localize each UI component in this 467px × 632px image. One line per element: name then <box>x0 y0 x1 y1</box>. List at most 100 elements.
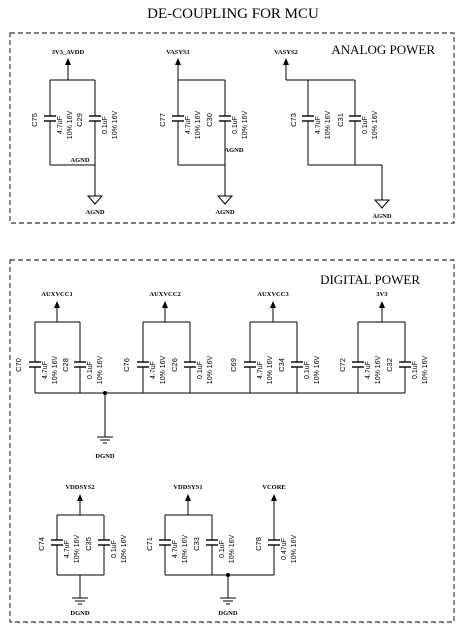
ground-label-agnd: AGND <box>215 209 234 216</box>
ground-icon <box>97 436 113 444</box>
net-label-agnd: AGND <box>224 147 243 154</box>
junction-dot <box>226 573 230 577</box>
wire <box>164 501 275 598</box>
capacitor-c30-rating: 10% 16V <box>242 110 249 139</box>
digital-group-vddsys1-vcore: VDDSYS1 VCORE C71 4.7uF 10% 16V C33 0.1u… <box>145 484 298 617</box>
capacitor-c72-value: 4.7uF <box>365 361 372 379</box>
capacitor-c35-value: 0.1uF <box>111 540 118 558</box>
ground-label-dgnd: DGND <box>218 610 237 617</box>
net-label-3v3: 3V3 <box>376 291 388 298</box>
analog-group-3v3-avdd: 3V3_AVDD C75 4.7uF 10% 16V C29 0.1uF 10%… <box>30 49 119 216</box>
capacitor-c35-ref: C35 <box>84 537 93 551</box>
capacitor-c30-ref: C30 <box>205 113 214 127</box>
analog-power-frame <box>9 32 455 224</box>
digital-group-auxvcc3: AUXVCC3 C69 4.7uF 10% 16V C34 0.1uF 10% … <box>229 291 321 393</box>
digital-group-auxvcc2: AUXVCC2 C76 4.7uF 10% 16V C26 0.1uF 10% … <box>122 291 214 393</box>
junction-dot <box>103 391 107 395</box>
wire <box>357 308 406 393</box>
ground-icon <box>72 597 88 605</box>
capacitor-c70-ref: C70 <box>14 358 23 372</box>
capacitor-c28-rating: 10% 16V <box>97 355 104 384</box>
capacitor-c77-ref: C77 <box>158 113 167 127</box>
capacitor-c28-value: 0.1uF <box>87 361 94 379</box>
wire <box>49 65 96 196</box>
ground-label-agnd: AGND <box>85 209 104 216</box>
digital-power-frame <box>9 259 455 623</box>
ground-label-dgnd: DGND <box>70 610 89 617</box>
capacitor-c75-value: 4.7uF <box>57 116 64 134</box>
capacitor-c34-ref: C34 <box>277 358 286 372</box>
capacitor-c78-value: 0.47uF <box>281 538 288 560</box>
wire <box>249 308 298 393</box>
power-arrow-icon <box>270 301 276 308</box>
capacitor-c29-value: 0.1uF <box>102 116 109 134</box>
wire <box>177 65 226 196</box>
capacitor-c71-value: 4.7uF <box>172 540 179 558</box>
capacitor-c31-rating: 10% 16V <box>372 110 379 139</box>
capacitor-c76-rating: 10% 16V <box>160 355 167 384</box>
ground-icon <box>216 195 234 205</box>
analog-group-vasys2: VASYS2 C73 4.7uF 10% 16V C31 0.1uF 10% 1… <box>274 49 392 220</box>
capacitor-c35-rating: 10% 16V <box>121 534 128 563</box>
capacitor-c32-rating: 10% 16V <box>422 355 429 384</box>
dgnd-bus-wire <box>35 392 405 437</box>
digital-group-3v3: 3V3 C72 4.7uF 10% 16V C32 0.1uF 10% 16V <box>338 291 429 393</box>
net-label-auxvcc1: AUXVCC1 <box>41 291 72 298</box>
net-label-vddsys1: VDDSYS1 <box>173 484 202 491</box>
ground-icon <box>373 199 391 209</box>
power-arrow-icon <box>271 494 277 501</box>
power-arrow-icon <box>283 58 289 65</box>
capacitor-c26-value: 0.1uF <box>197 361 204 379</box>
capacitor-c34-value: 0.1uF <box>304 361 311 379</box>
capacitor-c32-value: 0.1uF <box>412 361 419 379</box>
capacitor-c76-ref: C76 <box>122 358 131 372</box>
ground-icon <box>86 195 104 205</box>
wire <box>285 65 383 200</box>
capacitor-c74-value: 4.7uF <box>64 540 71 558</box>
capacitor-c69-rating: 10% 16V <box>267 355 274 384</box>
capacitor-c33-value: 0.1uF <box>219 540 226 558</box>
power-arrow-icon <box>65 58 71 65</box>
capacitor-c77-value: 4.7uF <box>185 116 192 134</box>
net-label-vasys1: VASYS1 <box>166 49 190 56</box>
wire <box>142 308 191 393</box>
power-arrow-icon <box>379 301 385 308</box>
capacitor-c75-rating: 10% 16V <box>67 110 74 139</box>
capacitor-c69-value: 4.7uF <box>257 361 264 379</box>
capacitor-c29-rating: 10% 16V <box>112 110 119 139</box>
net-label-vasys2: VASYS2 <box>274 49 298 56</box>
capacitor-c78-rating: 10% 16V <box>291 534 298 563</box>
capacitor-c77-rating: 10% 16V <box>195 110 202 139</box>
net-label-auxvcc2: AUXVCC2 <box>149 291 180 298</box>
capacitor-c32-ref: C32 <box>385 358 394 372</box>
capacitor-c26-rating: 10% 16V <box>207 355 214 384</box>
analog-group-vasys1: VASYS1 C77 4.7uF 10% 16V C30 0.1uF 10% 1… <box>158 49 249 216</box>
capacitor-c73-value: 4.7uF <box>315 116 322 134</box>
capacitor-c71-ref: C71 <box>145 537 154 551</box>
capacitor-c31-value: 0.1uF <box>362 116 369 134</box>
net-label-vddsys2: VDDSYS2 <box>65 484 94 491</box>
digital-group-auxvcc1: AUXVCC1 C70 4.7uF 10% 16V C28 0.1uF 10% … <box>14 291 104 393</box>
capacitor-c30-value: 0.1uF <box>232 116 239 134</box>
capacitor-c73-ref: C73 <box>289 113 298 127</box>
capacitor-c31-ref: C31 <box>336 113 345 127</box>
capacitor-c70-value: 4.7uF <box>42 361 49 379</box>
power-arrow-icon <box>162 301 168 308</box>
analog-power-heading: ANALOG POWER <box>331 42 435 57</box>
power-arrow-icon <box>77 494 83 501</box>
wire <box>56 501 105 598</box>
capacitor-c26-ref: C26 <box>170 358 179 372</box>
capacitor-c29-ref: C29 <box>75 113 84 127</box>
page-title: DE-COUPLING FOR MCU <box>147 6 319 22</box>
ground-label-agnd: AGND <box>372 213 391 220</box>
capacitor-c70-rating: 10% 16V <box>52 355 59 384</box>
capacitor-c72-rating: 10% 16V <box>375 355 382 384</box>
capacitor-c72-ref: C72 <box>338 358 347 372</box>
power-arrow-icon <box>54 301 60 308</box>
capacitor-c69-ref: C69 <box>229 358 238 372</box>
capacitor-c73-rating: 10% 16V <box>325 110 332 139</box>
digital-group-vddsys2: VDDSYS2 C74 4.7uF 10% 16V C35 0.1uF 10% … <box>37 484 128 617</box>
capacitor-c75-ref: C75 <box>30 113 39 127</box>
net-label-agnd: AGND <box>70 157 89 164</box>
